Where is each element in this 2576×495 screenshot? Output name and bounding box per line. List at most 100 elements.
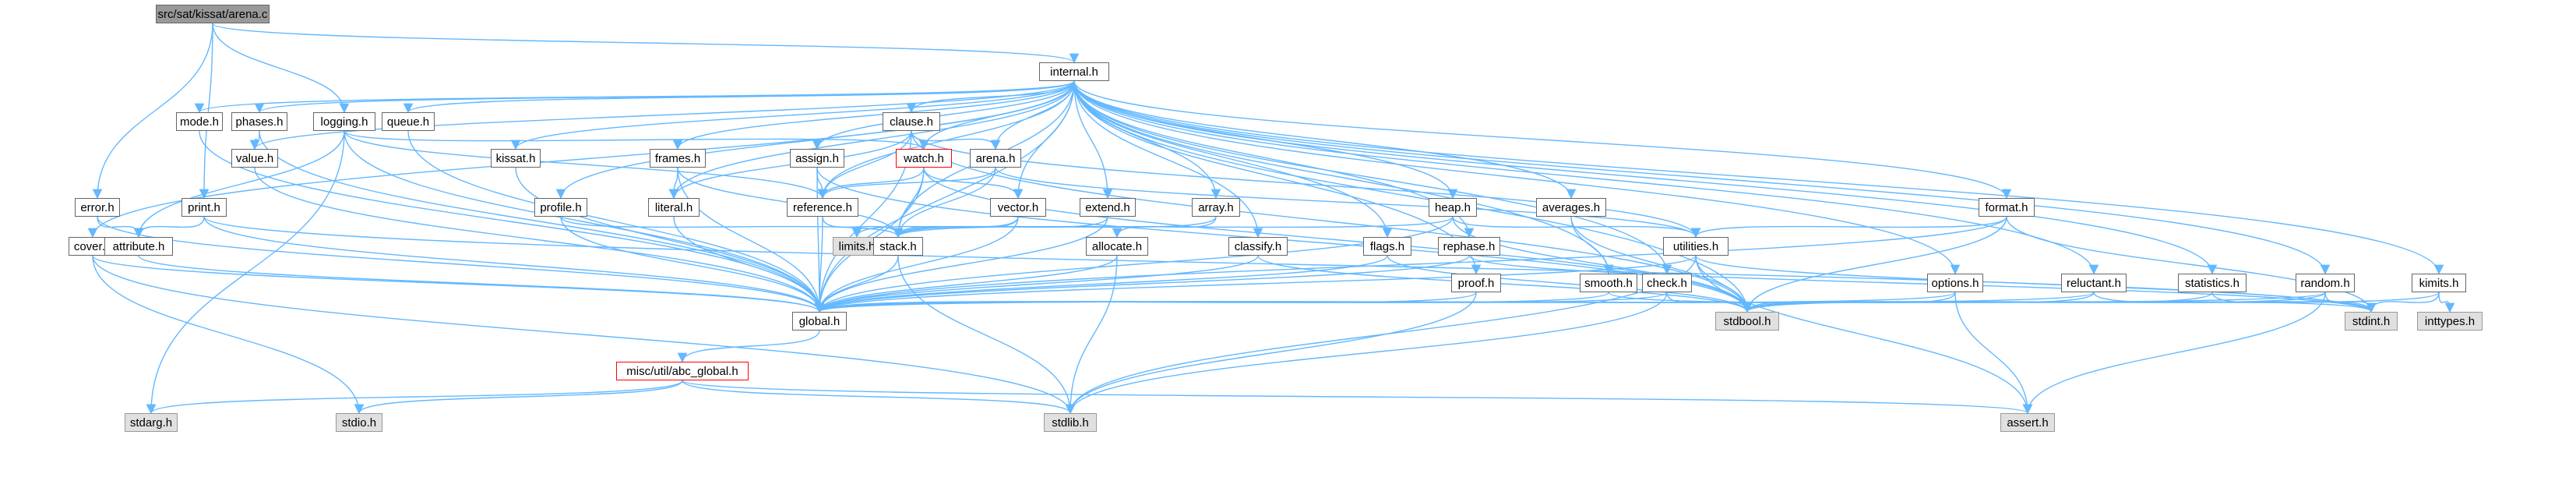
node-label: mode.h [179, 115, 220, 129]
edge-logging_h-to-watch_h [344, 130, 929, 150]
node-smooth-h[interactable]: smooth.h [1580, 274, 1637, 292]
node-watch-h[interactable]: watch.h [896, 149, 952, 168]
node-check-h[interactable]: check.h [1642, 274, 1692, 292]
edge-proof_h-to-stdlib_h [1065, 292, 1477, 415]
edge-classify_h-to-global_h [814, 255, 1259, 313]
node-label: stack.h [879, 239, 917, 253]
node-classify-h[interactable]: classify.h [1228, 237, 1288, 256]
edge-internal_h-to-kissat_h [510, 80, 1075, 150]
node-reference-h[interactable]: reference.h [787, 198, 858, 217]
edge-watch_h-to-vector_h [923, 167, 1024, 200]
node-utilities-h[interactable]: utilities.h [1663, 237, 1728, 256]
node-kissat-h[interactable]: kissat.h [491, 149, 541, 168]
edge-heap_h-to-stack_h [893, 216, 1454, 239]
node-abc-global-h[interactable]: misc/util/abc_global.h [616, 362, 749, 380]
node-attribute-h[interactable]: attribute.h [104, 237, 173, 256]
node-global-h[interactable]: global.h [792, 312, 847, 331]
edge-averages_h-to-smooth_h [1570, 216, 1614, 275]
node-statistics-h[interactable]: statistics.h [2178, 274, 2247, 292]
node-reluctant-h[interactable]: reluctant.h [2061, 274, 2127, 292]
node-mode-h[interactable]: mode.h [176, 112, 223, 131]
node-assert-h[interactable]: assert.h [2000, 413, 2055, 432]
edge-internal_h-to-statistics_h [1073, 80, 2218, 275]
node-label: stdlib.h [1052, 415, 1089, 430]
node-profile-h[interactable]: profile.h [534, 198, 587, 217]
edge-internal_h-to-format_h [1073, 80, 2012, 200]
node-extend-h[interactable]: extend.h [1080, 198, 1136, 217]
node-label: stdint.h [2352, 314, 2391, 328]
edge-watch_h-to-stdbool_h [923, 167, 1753, 313]
node-flags-h[interactable]: flags.h [1363, 237, 1411, 256]
node-internal-h[interactable]: internal.h [1039, 62, 1109, 81]
edge-global_h-to-abc_global_h [677, 330, 820, 363]
node-vector-h[interactable]: vector.h [990, 198, 1046, 217]
edge-assign_h-to-global_h [814, 167, 825, 313]
node-stdbool-h[interactable]: stdbool.h [1715, 312, 1779, 331]
node-print-h[interactable]: print.h [181, 198, 227, 217]
node-literal-h[interactable]: literal.h [648, 198, 700, 217]
edge-arena_c-to-print_h [199, 23, 213, 200]
edge-internal_h-to-array_h [1073, 80, 1221, 200]
node-label: proof.h [1457, 276, 1495, 290]
edge-abc_global_h-to-stdlib_h [682, 380, 1076, 415]
edge-format_h-to-stdbool_h [1742, 216, 2007, 313]
node-rephase-h[interactable]: rephase.h [1438, 237, 1500, 256]
node-label: inttypes.h [2424, 314, 2476, 328]
node-label: options.h [1931, 276, 1979, 290]
node-label: error.h [80, 200, 115, 214]
node-averages-h[interactable]: averages.h [1536, 198, 1606, 217]
node-phases-h[interactable]: phases.h [231, 112, 287, 131]
edge-logging_h-to-reference_h [344, 130, 828, 200]
node-stack-h[interactable]: stack.h [873, 237, 923, 256]
node-random-h[interactable]: random.h [2296, 274, 2355, 292]
edge-error_h-to-attribute_h [97, 216, 144, 239]
node-label: frames.h [654, 151, 701, 165]
edge-internal_h-to-extend_h [1073, 80, 1113, 200]
edge-abc_global_h-to-stdio_h [354, 380, 683, 415]
edge-clause_h-to-reference_h [817, 130, 912, 200]
node-frames-h[interactable]: frames.h [650, 149, 706, 168]
edge-layer [87, 23, 2455, 415]
node-stdlib-h[interactable]: stdlib.h [1044, 413, 1097, 432]
edge-allocate_h-to-global_h [814, 255, 1118, 313]
node-heap-h[interactable]: heap.h [1429, 198, 1477, 217]
node-arena-c[interactable]: src/sat/kissat/arena.c [156, 5, 270, 23]
edge-profile_h-to-stack_h [560, 216, 904, 239]
node-array-h[interactable]: array.h [1192, 198, 1240, 217]
node-inttypes-h[interactable]: inttypes.h [2417, 312, 2483, 331]
node-arena-h[interactable]: arena.h [970, 149, 1021, 168]
edge-print_h-to-stdint_h [203, 216, 2376, 313]
edge-arena_h-to-utilities_h [995, 167, 1701, 239]
node-stdarg-h[interactable]: stdarg.h [125, 413, 178, 432]
node-label: array.h [1198, 200, 1234, 214]
edge-vector_h-to-global_h [814, 216, 1019, 313]
edge-attribute_h-to-global_h [138, 255, 825, 313]
node-stdint-h[interactable]: stdint.h [2345, 312, 2398, 331]
node-label: random.h [2300, 276, 2350, 290]
edge-averages_h-to-stdbool_h [1570, 216, 1753, 313]
node-value-h[interactable]: value.h [231, 149, 278, 168]
node-clause-h[interactable]: clause.h [883, 112, 940, 131]
node-assign-h[interactable]: assign.h [790, 149, 844, 168]
node-options-h[interactable]: options.h [1927, 274, 1983, 292]
edge-utilities_h-to-assert_h [1695, 255, 2033, 415]
node-label: reference.h [793, 200, 852, 214]
edge-internal_h-to-cover_h [87, 80, 1075, 239]
edge-arena_c-to-internal_h [212, 23, 1079, 64]
node-kimits-h[interactable]: kimits.h [2412, 274, 2466, 292]
node-label: reluctant.h [2066, 276, 2122, 290]
node-allocate-h[interactable]: allocate.h [1086, 237, 1148, 256]
edge-heap_h-to-stdbool_h [1452, 216, 1753, 313]
node-stdio-h[interactable]: stdio.h [336, 413, 382, 432]
edge-profile_h-to-global_h [560, 216, 825, 313]
node-label: queue.h [386, 115, 430, 129]
node-label: phases.h [235, 115, 284, 129]
node-logging-h[interactable]: logging.h [313, 112, 375, 131]
node-label: logging.h [320, 115, 368, 129]
node-label: check.h [1647, 276, 1687, 290]
node-format-h[interactable]: format.h [1979, 198, 2035, 217]
node-queue-h[interactable]: queue.h [382, 112, 435, 131]
node-proof-h[interactable]: proof.h [1451, 274, 1501, 292]
node-error-h[interactable]: error.h [75, 198, 120, 217]
